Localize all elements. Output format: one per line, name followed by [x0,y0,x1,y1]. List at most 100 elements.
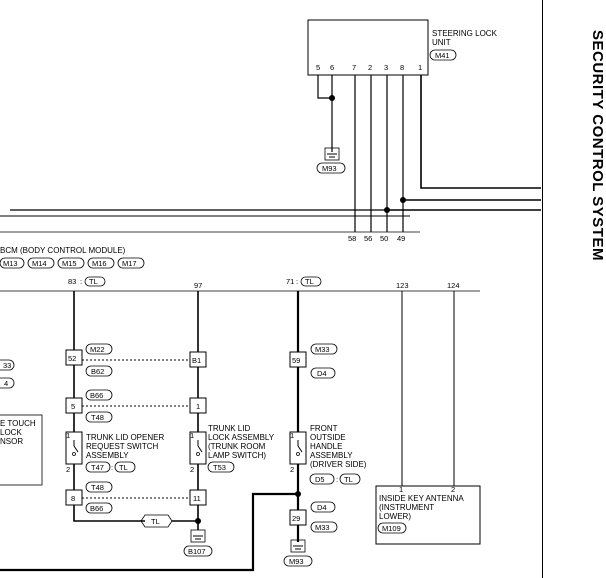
section-title: SECURITY CONTROL SYSTEM [589,30,606,261]
steering-lock-box [307,19,429,76]
handle-label: OUTSIDE [310,433,346,442]
bcm-connector: M17 [122,259,137,268]
connector-label: B66 [90,504,103,513]
antenna-box [375,485,481,545]
bcm-module: BCM (BODY CONTROL MODULE) M13 M14 M15 M1… [0,246,480,292]
handle-label: (DRIVER SIDE) [310,460,367,469]
pin-label: 2 [368,63,372,72]
steering-lock-name-2: UNIT [432,38,451,47]
pin-label: 2 [290,465,294,474]
connector-label: T48 [91,483,104,492]
pin-label: 56 [364,234,372,243]
wire [317,75,332,99]
splice-dot [329,95,335,101]
switch-label: REQUEST SWITCH [86,442,159,451]
connector-label: M33 [315,523,330,532]
pin-label: 8 [400,63,404,72]
partial-label: E TOUCH [0,419,36,428]
pin-label: 5 [71,402,75,411]
pin-label: 2 [190,465,194,474]
splice-dot [195,518,201,524]
pin-label: 50 [380,234,388,243]
handle-label: HANDLE [310,442,342,451]
pin-label: 49 [397,234,405,243]
left-column: 52 M22 B62 5 B66 T48 1 2 TRUNK LID OPENE… [65,291,198,528]
ground-m93-top: M93 [316,147,346,174]
connector-badge [316,162,346,174]
handle-label: FRONT [310,424,338,433]
connector-label: D4 [317,503,327,512]
ground-box [324,147,340,161]
ground-connector: M93 [289,557,304,566]
wire-code-tag [140,514,173,528]
pin-label: 8 [71,494,75,503]
left-partial-component: 33 4 E TOUCH LOCK NSOR [0,359,43,486]
pin-label: 71 [286,277,294,286]
connector-label: D5 [315,475,325,484]
connector-label: D4 [317,369,327,378]
lock-label: LAMP SWITCH) [208,451,266,460]
connector-label: B62 [91,367,104,376]
pin-label: 1 [418,63,422,72]
bcm-connector: TL [305,277,314,286]
wire [73,505,145,522]
wire [10,75,388,211]
connector-label: 33 [3,361,11,370]
partial-label: NSOR [0,437,23,446]
pin-label: 1 [290,431,294,440]
connector-label: M22 [90,345,105,354]
connector-label: T48 [91,413,104,422]
svg-text::: : [336,475,338,484]
steering-lock-unit: STEERING LOCK UNIT M41 5 6 7 2 3 8 1 [307,19,498,76]
right-column: 59 M33 D4 1 2 FRONT OUTSIDE HANDLE ASSEM… [0,291,367,572]
bcm-connector: TL [89,277,98,286]
connector-label: B66 [90,391,103,400]
connector-badge [429,49,457,61]
bcm-top-pins: 58 56 50 49 [0,231,420,243]
pin-label: 2 [451,485,455,494]
steering-lock-connector: M41 [435,51,450,60]
middle-column: B1 1 1 2 TRUNK LID LOCK ASSEMBLY (TRUNK … [183,291,275,557]
lock-label: TRUNK LID [208,424,250,433]
antenna-label: LOWER) [379,512,411,521]
pin-label: B1 [192,356,201,365]
wire [420,75,541,189]
antenna-label: INSIDE KEY ANTENNA [379,494,464,503]
pin-label: 1 [399,485,403,494]
pin-label: 6 [330,63,334,72]
connector-label: TL [119,463,128,472]
pin-label: 123 [396,281,409,290]
svg-text::: : [111,463,113,472]
pin-label: 2 [66,465,70,474]
pin-label: 5 [316,63,320,72]
ground-connector: B107 [188,547,206,556]
pin-label: 1 [190,431,194,440]
ground-connector: M93 [322,164,337,173]
connector-label: TL [344,475,353,484]
steering-lock-name-1: STEERING LOCK [432,29,498,38]
pin-label: 1 [196,402,200,411]
lock-label: LOCK ASSEMBLY [208,433,275,442]
pin-label: 52 [68,354,76,363]
pin-label: 59 [292,356,300,365]
inside-key-antenna: 1 2 INSIDE KEY ANTENNA (INSTRUMENT LOWER… [375,291,481,545]
switch-label: TRUNK LID OPENER [86,433,164,442]
pin-label: 97 [194,281,202,290]
bcm-connector: M16 [92,259,107,268]
pin-label: 3 [384,63,388,72]
wire-code: TL [151,517,160,526]
pin-label: 58 [348,234,356,243]
bcm-connector: M14 [32,259,47,268]
svg-text::: : [80,277,82,286]
pin-label: 1 [66,431,70,440]
connector-label: 4 [4,379,8,388]
steering-lock-wires [0,75,541,232]
bcm-connector: M15 [62,259,77,268]
bcm-connector: M13 [3,259,18,268]
bcm-name: BCM (BODY CONTROL MODULE) [0,246,126,255]
side-divider [542,0,543,578]
handle-label: ASSEMBLY [310,451,353,460]
svg-text::: : [296,277,298,286]
connector-label: M33 [315,345,330,354]
